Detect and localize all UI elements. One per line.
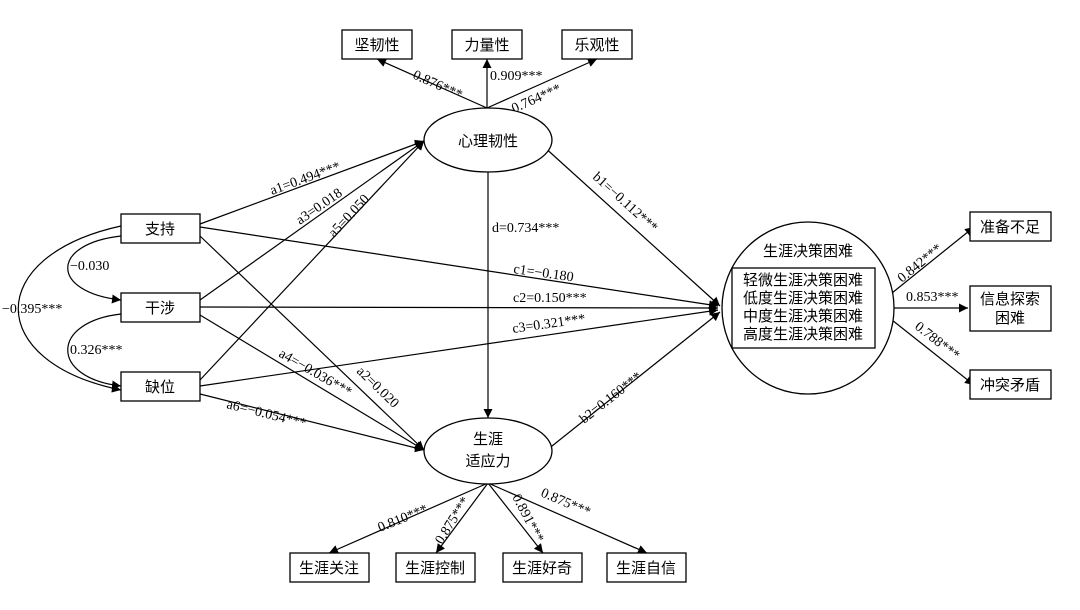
node-curiosity: 生涯好奇: [502, 552, 583, 583]
coef-confidence: 0.875***: [538, 486, 592, 520]
edge-difficulty-conflict: [891, 319, 975, 386]
edge-interference-adaptability: [199, 314, 425, 451]
node-control: 生涯控制: [395, 552, 476, 583]
node-adaptability-label-1: 生涯: [473, 430, 503, 448]
edge-resilience-tenacity: [376, 58, 488, 109]
node-absence: 缺位: [120, 371, 201, 402]
coef-info-difficulty: 0.853***: [906, 290, 959, 305]
node-tenacity-label: 坚韧性: [354, 36, 399, 54]
coef-b1: b1=−0.112***: [589, 170, 660, 236]
edge-difficulty-lack-readiness: [891, 226, 975, 294]
node-strength-label: 力量性: [464, 36, 509, 54]
coef-c1: c1=−0.180: [512, 262, 574, 285]
node-absence-label: 缺位: [145, 378, 175, 396]
node-lack-readiness: 准备不足: [969, 211, 1052, 242]
coef-concern: 0.810***: [376, 502, 430, 536]
node-difficulty: 生涯决策困难 轻微生涯决策困难 低度生涯决策困难 中度生涯决策困难 高度生涯决策…: [721, 221, 895, 395]
coef-c2: c2=0.150***: [513, 291, 587, 306]
node-confidence: 生涯自信: [606, 552, 687, 583]
edge-absence-resilience: [199, 140, 425, 381]
edges: [17, 58, 975, 554]
edge-adaptability-curiosity: [487, 482, 544, 554]
coef-cov-support-interference: −0.030: [70, 259, 109, 274]
edge-support-adaptability: [199, 235, 425, 451]
node-concern-label: 生涯关注: [299, 559, 359, 577]
coef-d: d=0.734***: [492, 221, 559, 236]
cov-interference-absence: [67, 308, 131, 390]
edge-resilience-difficulty: [541, 144, 721, 307]
difficulty-level-4: 高度生涯决策困难: [743, 325, 863, 343]
edge-interference-resilience: [199, 140, 425, 301]
node-confidence-label: 生涯自信: [616, 559, 676, 577]
node-interference: 干涉: [120, 292, 201, 323]
node-info-difficulty-label-2: 困难: [995, 309, 1025, 327]
coef-strength: 0.909***: [490, 69, 543, 84]
edge-adaptability-concern: [328, 482, 489, 554]
edge-absence-difficulty: [199, 306, 719, 387]
node-difficulty-label: 生涯决策困难: [763, 242, 853, 260]
coef-a6: a6=−0.054***: [225, 397, 308, 431]
cov-support-absence: [17, 219, 131, 393]
coef-cov-interference-absence: 0.326***: [70, 343, 123, 358]
node-optimism-label: 乐观性: [574, 36, 619, 54]
node-curiosity-label: 生涯好奇: [512, 559, 572, 577]
node-info-difficulty: 信息探索 困难: [969, 285, 1052, 332]
node-conflict: 冲突矛盾: [969, 369, 1052, 400]
coef-cov-support-absence: −0.395***: [2, 302, 62, 317]
edge-adaptability-control: [435, 482, 489, 554]
node-tenacity: 坚韧性: [341, 29, 413, 60]
node-info-difficulty-label-1: 信息探索: [980, 290, 1040, 308]
edge-support-difficulty: [199, 226, 719, 310]
edge-absence-adaptability: [199, 393, 425, 453]
edge-support-resilience: [199, 139, 425, 225]
edge-adaptability-difficulty: [541, 311, 721, 455]
node-resilience-label: 心理韧性: [458, 132, 518, 150]
nodes: 坚韧性 力量性 乐观性 心理韧性 生涯 适应力 支持 干涉: [120, 29, 1052, 583]
node-control-label: 生涯控制: [405, 559, 465, 577]
coef-a2: a2=0.020: [353, 364, 401, 411]
edge-adaptability-confidence: [487, 482, 648, 554]
coef-b2: b2=0.160***: [577, 370, 645, 428]
node-adaptability: 生涯 适应力: [423, 417, 553, 485]
node-support-label: 支持: [145, 220, 175, 238]
coef-control: 0.875***: [433, 495, 474, 547]
edge-interference-difficulty: [199, 303, 719, 313]
difficulty-levels-box: [731, 267, 876, 349]
node-concern: 生涯关注: [289, 552, 370, 583]
difficulty-level-1: 轻微生涯决策困难: [743, 271, 863, 289]
coef-c3: c3=0.321***: [511, 312, 586, 337]
coef-lack-readiness: 0.842***: [895, 241, 945, 286]
node-lack-readiness-label: 准备不足: [980, 218, 1040, 236]
node-resilience: 心理韧性: [423, 107, 553, 173]
coef-tenacity: 0.876***: [410, 68, 464, 103]
difficulty-level-3: 中度生涯决策困难: [743, 307, 863, 325]
node-interference-label: 干涉: [145, 299, 175, 317]
cov-support-interference: [67, 230, 131, 304]
node-adaptability-label-2: 适应力: [465, 452, 510, 470]
node-support: 支持: [120, 213, 201, 244]
node-optimism: 乐观性: [561, 29, 633, 60]
node-conflict-label: 冲突矛盾: [980, 376, 1040, 394]
difficulty-level-2: 低度生涯决策困难: [743, 289, 863, 307]
node-strength: 力量性: [451, 29, 523, 60]
edge-resilience-optimism: [486, 58, 598, 109]
